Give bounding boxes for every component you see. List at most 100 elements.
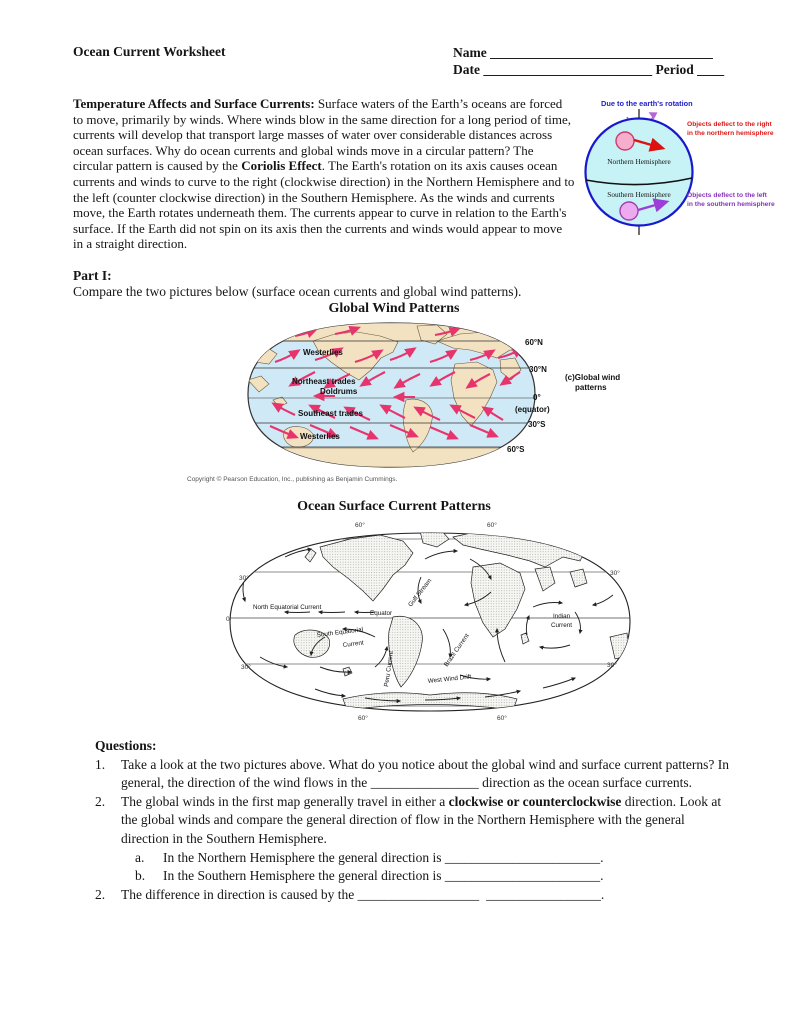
period-blank-line: ____	[697, 62, 725, 77]
ocean-map-ticks: 60° 60° 60° 60° 30° 30° 30° 30° 0	[226, 521, 620, 722]
ocean-current-figure: 60° 60° 60° 60° 30° 30° 30° 30° 0 North …	[225, 517, 635, 727]
deflect-right-caption-line2: in the northern hemisphere	[687, 130, 774, 137]
question-1-text-part1: Take a look at the two pictures above. W…	[121, 756, 729, 791]
page-title: Ocean Current Worksheet	[73, 44, 226, 59]
question-3: 2. The difference in direction is caused…	[95, 886, 775, 905]
doldrums-label: Doldrums	[320, 387, 358, 396]
question-2a: a. In the Northern Hemisphere the genera…	[135, 849, 735, 868]
northeast-trades-label: Northeast trades	[292, 377, 356, 386]
indian-current-label-line1: Indian	[553, 613, 571, 620]
lat-60n-label: 60°N	[525, 338, 543, 347]
deflect-left-arrow	[637, 198, 670, 213]
ocean-map-title: Ocean Surface Current Patterns	[297, 498, 491, 514]
question-2b-text-body: In the Southern Hemisphere the general d…	[163, 868, 445, 884]
question-2-bold-phrase: clockwise or counterclockwise	[448, 793, 622, 809]
wind-map-svg: Westerlies Northeast trades Doldrums Sou…	[247, 322, 620, 468]
questions-section: Questions: 1. Take a look at the two pic…	[73, 737, 775, 904]
question-1-text-part2: direction as the ocean surface currents.	[478, 775, 692, 791]
question-2b-number: b.	[135, 868, 146, 884]
lat-60s-label: 60°S	[507, 445, 525, 454]
lat-30n-label: 30°N	[529, 365, 547, 374]
ocean-map-land	[293, 532, 630, 711]
lat-30s-label: 30°S	[528, 420, 546, 429]
wind-map-title: Global Wind Patterns	[328, 300, 460, 316]
lat-0-label: 0°	[533, 393, 541, 402]
question-2-text-part1: The global winds in the first map genera…	[121, 793, 449, 809]
question-2a-blank-line: _______________________	[444, 849, 601, 865]
tick-30n-left: 30°	[239, 574, 249, 582]
question-3-blank-line1: __________________	[357, 886, 480, 902]
question-3-blank-line2: _________________	[486, 886, 601, 902]
tick-top-60-right: 60°	[487, 521, 497, 529]
global-wind-patterns-figure: Westerlies Northeast trades Doldrums Sou…	[185, 320, 640, 483]
name-row: Name _________________________________	[453, 44, 721, 61]
coriolis-effect-bold: Coriolis Effect	[241, 158, 322, 174]
tick-30n-right: 30°	[610, 569, 620, 577]
wind-map-caption-line2: patterns	[575, 383, 607, 392]
name-blank-line: _________________________________	[490, 45, 713, 60]
questions-heading: Questions:	[95, 737, 157, 753]
coriolis-earth-svg: Due to the earth's rotation Northern Hem…	[584, 99, 775, 235]
header: Ocean Current Worksheet Name ___________…	[73, 44, 775, 78]
northern-hemisphere-label: Northern Hemisphere	[607, 157, 670, 166]
intro-body-2: . The Earth's rotation on its axis cause…	[73, 158, 575, 252]
part1-instruction: Compare the two pictures below (surface …	[73, 283, 522, 299]
equator-line	[585, 177, 693, 186]
southern-hemisphere-label: Southern Hemisphere	[607, 190, 670, 199]
question-2-text: The global winds in the first map genera…	[121, 793, 735, 886]
rotation-label: Due to the earth's rotation	[601, 99, 693, 108]
westerlies-north-label: Westerlies	[303, 348, 343, 357]
question-3-period: .	[600, 886, 605, 902]
wind-map-copyright: Copyright © Pearson Education, Inc., pub…	[187, 475, 398, 483]
lat-equator-label: (equator)	[515, 405, 550, 414]
ocean-map-globe	[229, 532, 631, 712]
question-2-number: 2.	[95, 793, 106, 809]
ocean-map-svg: 60° 60° 60° 60° 30° 30° 30° 30° 0 North …	[226, 521, 631, 722]
tick-30s-left: 30°	[241, 663, 251, 671]
intro-paragraph: Due to the earth's rotation Northern Hem…	[73, 96, 775, 252]
north-equatorial-current-label: North Equatorial Current	[253, 604, 321, 611]
name-label: Name	[453, 45, 487, 60]
question-2: 2. The global winds in the first map gen…	[95, 793, 775, 886]
northern-object	[615, 131, 635, 151]
date-row: Date _________________________ Period __…	[453, 61, 725, 78]
tick-0-left: 0	[226, 616, 230, 623]
question-2a-text-body: In the Northern Hemisphere the general d…	[163, 849, 445, 865]
south-equatorial-current-label-line2: Current	[342, 639, 364, 649]
intro-lead-bold: Temperature Affects and Surface Currents…	[73, 96, 315, 111]
wind-band-labels: Westerlies Northeast trades Doldrums Sou…	[292, 348, 363, 441]
question-2b-period: .	[600, 868, 604, 884]
question-3-text-body: The difference in direction is caused by…	[121, 886, 358, 902]
tick-bottom-60-right: 60°	[497, 714, 507, 722]
date-blank-line: _________________________	[483, 62, 653, 77]
tick-30s-right: 30°	[607, 661, 617, 669]
indian-current-label-line2: Current	[551, 622, 572, 629]
question-1-text: Take a look at the two pictures above. W…	[121, 756, 735, 793]
question-1-number: 1.	[95, 756, 106, 772]
question-3-number: 2.	[95, 886, 106, 902]
peru-current-label: Peru Current	[383, 650, 395, 687]
date-label: Date	[453, 62, 480, 77]
question-2b-text: In the Southern Hemisphere the general d…	[163, 867, 604, 886]
question-2b-blank-line: _______________________	[444, 868, 601, 884]
deflect-right-arrow	[633, 137, 666, 152]
southern-object	[619, 201, 639, 221]
coriolis-earth-diagram: Due to the earth's rotation Northern Hem…	[577, 96, 789, 242]
deflect-left-caption-line1: Objects deflect to the left	[687, 192, 768, 199]
question-2b: b. In the Southern Hemisphere the genera…	[135, 867, 735, 886]
tick-top-60-left: 60°	[355, 521, 365, 529]
question-2a-number: a.	[135, 849, 145, 865]
ocean-current-arrows	[241, 537, 619, 704]
part1-heading: Part I:	[73, 267, 112, 283]
equator-label: Equator	[370, 610, 392, 617]
name-date-block: Name _________________________________ D…	[453, 44, 725, 78]
westerlies-south-label: Westerlies	[300, 432, 340, 441]
question-2a-text: In the Northern Hemisphere the general d…	[163, 849, 604, 868]
deflect-left-caption-line2: in the southern hemisphere	[687, 201, 775, 208]
tick-bottom-60-left: 60°	[358, 714, 368, 722]
wind-arrows	[269, 325, 524, 440]
question-1: 1. Take a look at the two pictures above…	[95, 756, 775, 793]
question-2a-period: .	[600, 849, 604, 865]
question-2-text-part2: direction. Look at the global winds and …	[121, 793, 722, 846]
